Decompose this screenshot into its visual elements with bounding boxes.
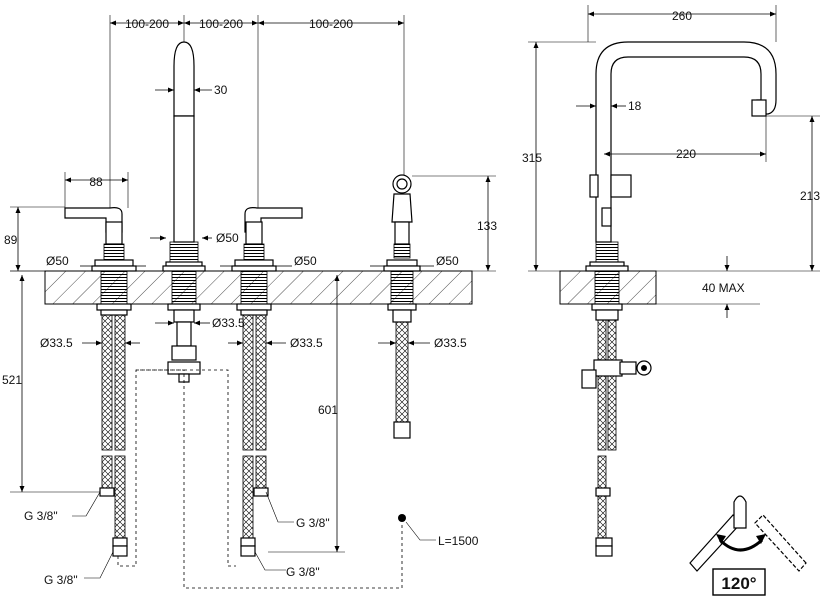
left-handle-valve: [64, 207, 137, 316]
dim-shank-spout: Ø33.5: [212, 316, 245, 330]
center-spout: [162, 41, 206, 383]
dim-spacing-left: 100-200: [125, 17, 169, 31]
dim-spacing-right: 100-200: [309, 17, 353, 31]
front-view: 100-200 100-200 100-200 30 88 89 Ø50 Ø50…: [2, 15, 497, 589]
label-thread-3: G 3/8": [296, 516, 330, 530]
dim-base-left: Ø50: [46, 254, 69, 268]
dim-hose-521: 521: [2, 373, 22, 387]
dim-deck-max: 40 MAX: [702, 281, 745, 295]
dim-spacing-mid: 100-200: [199, 17, 243, 31]
dim-base-spray: Ø50: [436, 254, 459, 268]
dim-shank-left: Ø33.5: [40, 336, 73, 350]
dim-handle-height: 89: [4, 233, 18, 247]
side-view: 260 18 315 220 213 40 MAX: [522, 5, 820, 557]
label-thread-1: G 3/8": [24, 509, 58, 523]
right-handle-valve: [231, 207, 303, 316]
dim-side-width: 260: [672, 9, 692, 23]
dim-base-right: Ø50: [294, 254, 317, 268]
dim-spray-height: 133: [477, 219, 497, 233]
dim-side-reach: 220: [676, 147, 696, 161]
dim-side-spout-height: 213: [800, 189, 820, 203]
dim-handle-width: 88: [89, 175, 103, 189]
label-thread-4: G 3/8": [286, 565, 320, 579]
supply-hoses: [99, 314, 269, 557]
side-spray: [383, 174, 421, 522]
dim-base-spout: Ø50: [216, 231, 239, 245]
rotation-120-icon: 120°: [689, 495, 807, 596]
dim-side-height: 315: [522, 151, 542, 165]
dim-shank-spray: Ø33.5: [434, 336, 467, 350]
dim-spout-dia: 30: [214, 83, 228, 97]
label-spray-hose: L=1500: [438, 534, 479, 548]
dim-side-offset: 18: [628, 99, 642, 113]
dim-hose-601: 601: [318, 403, 338, 417]
front-dimensions: 100-200 100-200 100-200 30 88 89 Ø50 Ø50…: [2, 15, 497, 587]
rotation-badge: 120°: [721, 574, 756, 593]
label-thread-2: G 3/8": [44, 573, 78, 587]
dim-shank-right: Ø33.5: [290, 336, 323, 350]
